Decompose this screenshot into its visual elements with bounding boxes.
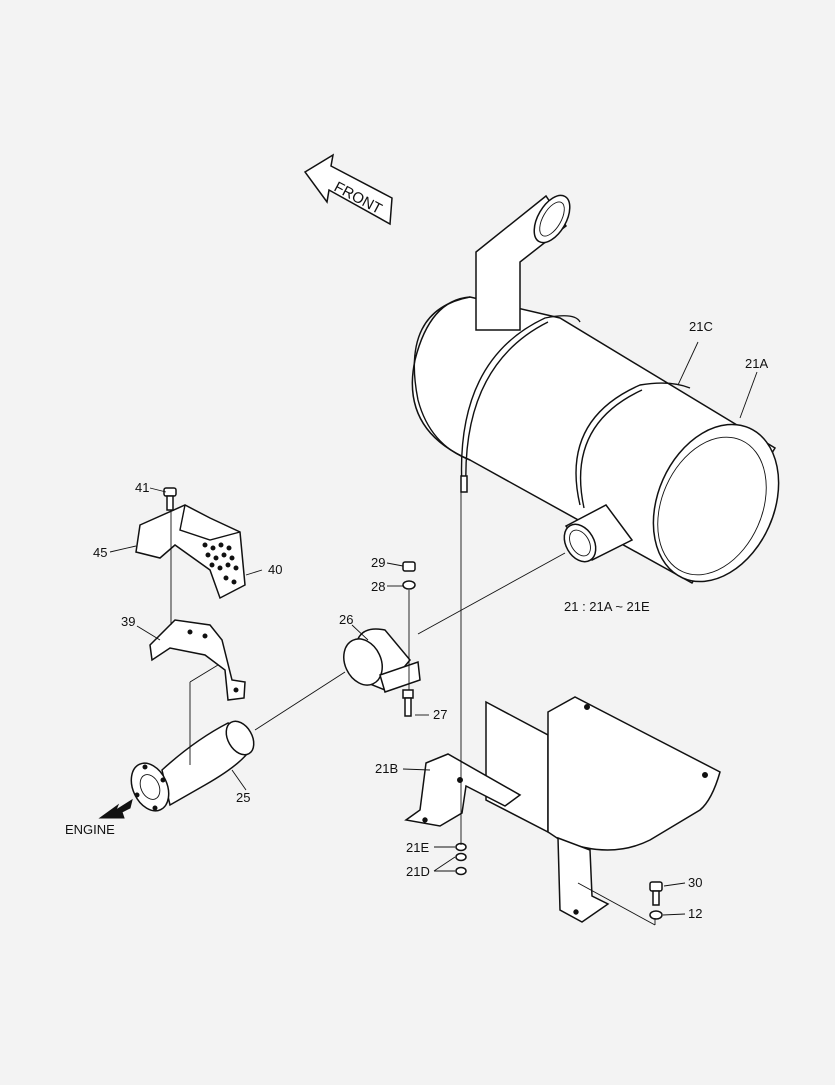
- callout-45: 45: [93, 545, 107, 560]
- shield-40: [135, 487, 246, 600]
- callout-21c: 21C: [689, 319, 713, 334]
- assembly-note: 21 : 21A ~ 21E: [564, 599, 650, 614]
- callout-21b: 21B: [375, 761, 398, 776]
- callout-39: 39: [121, 614, 135, 629]
- callout-30: 30: [688, 875, 702, 890]
- callout-41: 41: [135, 480, 149, 495]
- washers-21d-21e: [455, 842, 467, 876]
- callout-29: 29: [371, 555, 385, 570]
- callout-21e: 21E: [406, 840, 429, 855]
- callout-12: 12: [688, 906, 702, 921]
- callout-21a: 21A: [745, 356, 768, 371]
- engine-arrow: ENGINE: [65, 798, 133, 837]
- callout-28: 28: [371, 579, 385, 594]
- callout-27: 27: [433, 707, 447, 722]
- assembly-lines: [170, 490, 656, 926]
- callout-40: 40: [268, 562, 282, 577]
- front-arrow: FRONT: [303, 153, 393, 226]
- pipe-25: [130, 720, 255, 812]
- bolt-30: [649, 881, 663, 920]
- clamp-26: [343, 561, 421, 717]
- callout-26: 26: [339, 612, 353, 627]
- muffler-21a: [411, 194, 780, 585]
- bracket-21b: [404, 696, 721, 923]
- band-21c: [460, 315, 691, 509]
- shield-perforations: [202, 542, 239, 585]
- bracket-39: [149, 619, 246, 701]
- part-callouts: 21C 21A 41 45 40 29 28 39 26 27 25 21B 2…: [93, 319, 768, 921]
- engine-label: ENGINE: [65, 822, 115, 837]
- callout-21d: 21D: [406, 864, 430, 879]
- callout-25: 25: [236, 790, 250, 805]
- leader-lines: [109, 341, 758, 916]
